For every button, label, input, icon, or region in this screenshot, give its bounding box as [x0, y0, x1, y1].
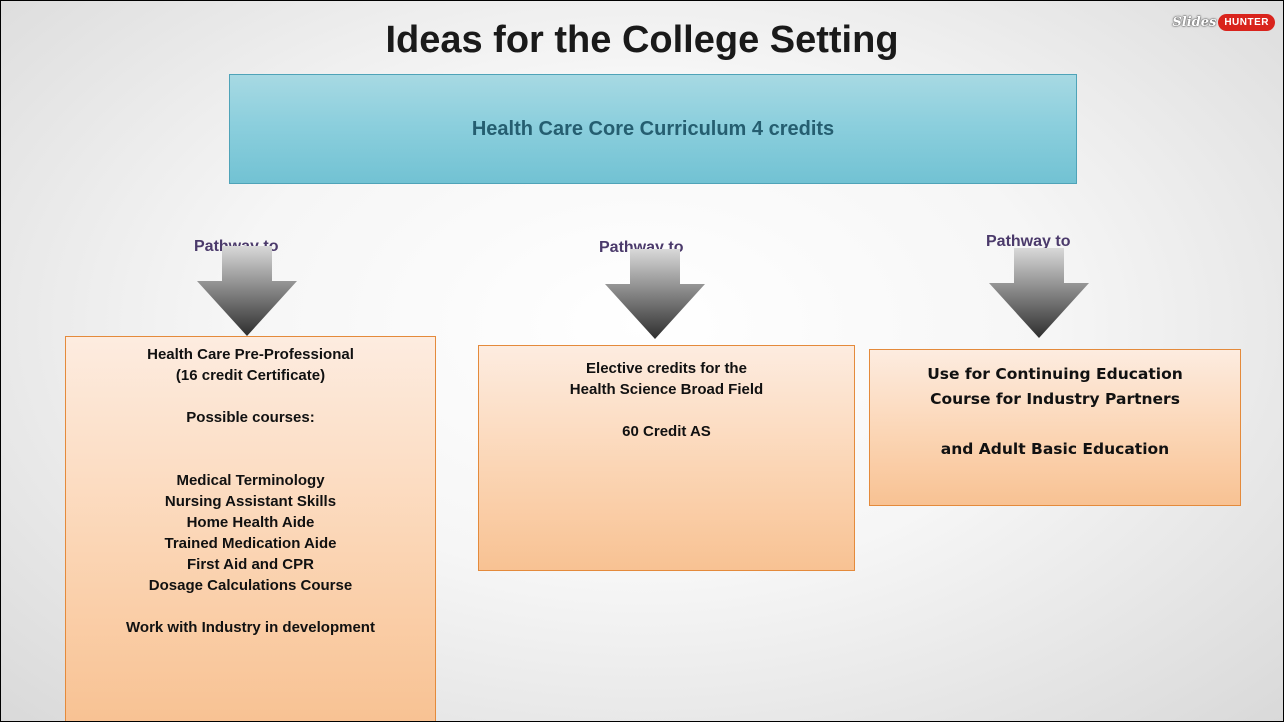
slidehunter-logo: Slides HUNTER — [1172, 11, 1275, 33]
box-line: 60 Credit AS — [622, 423, 711, 440]
pathway-label-3: Pathway to — [986, 233, 1071, 250]
box-line: Possible courses: — [186, 409, 315, 426]
down-arrow-icon — [197, 246, 297, 336]
box-line: First Aid and CPR — [187, 556, 314, 573]
box-line: Work with Industry in development — [126, 619, 375, 636]
box-line: Dosage Calculations Course — [148, 577, 353, 594]
box-line: Home Health Aide — [186, 514, 315, 531]
logo-badge: HUNTER — [1218, 13, 1275, 31]
down-arrow-icon — [989, 248, 1089, 338]
box-line: Nursing Assistant Skills — [164, 493, 337, 510]
box-line: Health Science Broad Field — [569, 381, 764, 398]
box-line: Elective credits for the — [586, 360, 747, 377]
core-curriculum-text: Health Care Core Curriculum 4 credits — [471, 117, 835, 140]
logo-script: Slides — [1172, 14, 1217, 30]
continuing-education-box: Use for Continuing Education Course for … — [869, 349, 1241, 506]
core-curriculum-box: Health Care Core Curriculum 4 credits — [229, 74, 1077, 184]
box-line: (16 credit Certificate) — [175, 367, 326, 384]
box-line: Health Care Pre-Professional — [147, 346, 354, 363]
down-arrow-icon — [605, 249, 705, 339]
certificate-box: Health Care Pre-Professional (16 credit … — [65, 336, 436, 721]
box-line: Use for Continuing Education — [927, 365, 1183, 383]
elective-credits-box: Elective credits for the Health Science … — [478, 345, 855, 571]
box-line: Course for Industry Partners — [930, 390, 1180, 408]
box-line: and Adult Basic Education — [940, 440, 1170, 458]
slide-title: Ideas for the College Setting — [385, 19, 899, 61]
box-line: Medical Terminology — [176, 472, 325, 489]
box-line: Trained Medication Aide — [164, 535, 337, 552]
